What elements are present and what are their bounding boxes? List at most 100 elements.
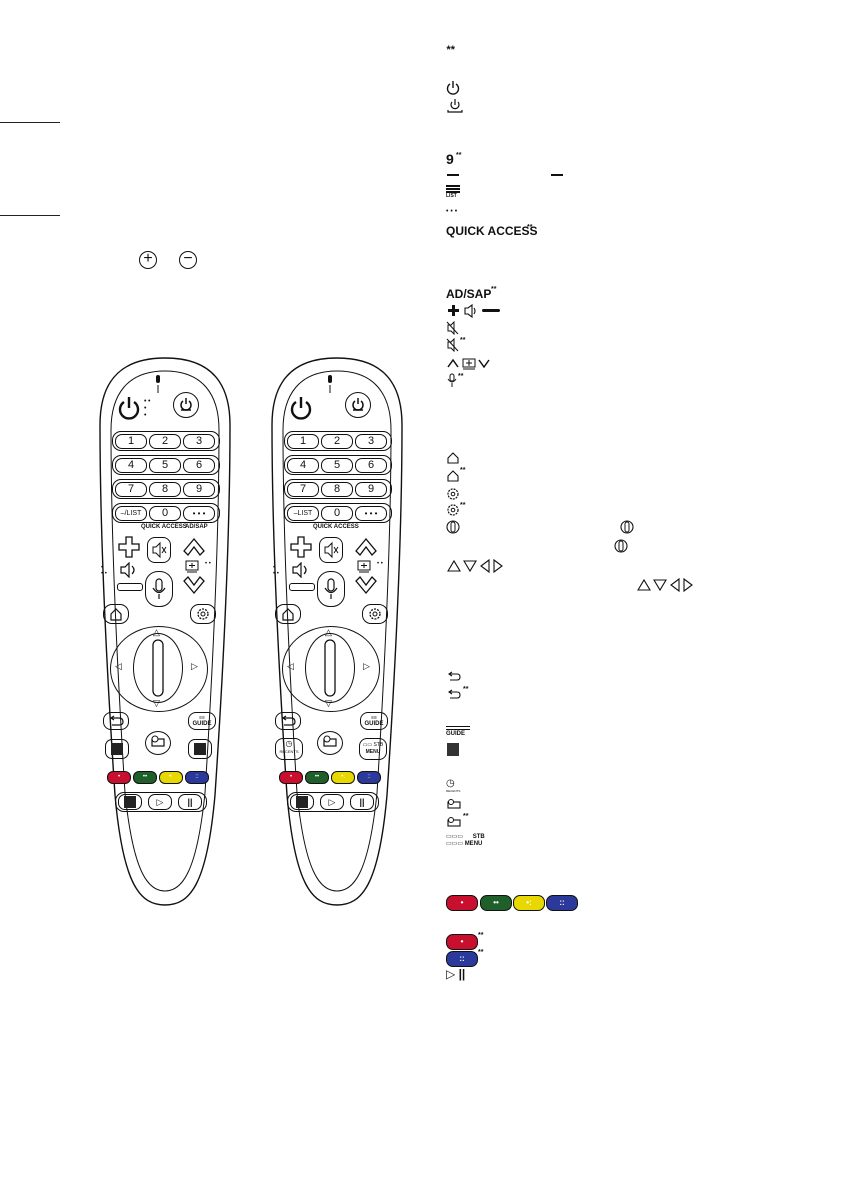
stop-button[interactable] [118,794,142,810]
home-button[interactable] [275,604,301,624]
stb-power-icon [447,99,463,113]
wheel-icon-inline [620,520,634,534]
yellow-button[interactable]: •: [159,771,183,784]
keypad-row-1 [284,431,392,451]
mic-icon [447,373,457,387]
back-button[interactable] [275,712,301,730]
key-7[interactable]: 7 [287,482,319,497]
keypad-row-2 [284,455,392,475]
stop-button-right[interactable] [188,739,212,759]
dash-icon-2 [551,174,563,176]
mute-icon-2 [446,338,459,352]
power-button[interactable] [117,395,141,421]
key-6[interactable]: 6 [183,458,215,473]
key-9[interactable]: 9 [183,482,215,497]
stb-power-button[interactable] [345,392,371,418]
input-button[interactable] [145,731,171,755]
play-button[interactable]: ▷ [148,794,172,810]
red-button[interactable]: • [279,771,303,784]
home-button[interactable] [103,604,129,624]
yellow-button[interactable]: •: [331,771,355,784]
channel-up-button[interactable] [182,535,206,557]
key-4[interactable]: 4 [287,458,319,473]
guide-button[interactable]: ≡≡ GUIDE [360,712,388,730]
mute-button[interactable] [147,537,171,563]
blue-button[interactable]: :: [185,771,209,784]
key-1[interactable]: 1 [287,434,319,449]
list-key[interactable]: –LIST [287,506,319,521]
volume-down-button[interactable] [117,583,143,591]
wheel-ok-button[interactable] [305,633,355,703]
key-5[interactable]: 5 [149,458,181,473]
green-button[interactable]: •• [133,771,157,784]
keypad-row-3 [112,479,220,499]
recents-button[interactable]: ◷ RECENTS [275,738,303,760]
keypad-row-2 [112,455,220,475]
settings-button[interactable] [190,604,216,624]
stop-button[interactable] [290,794,314,810]
mute-button[interactable] [319,537,343,563]
key-0[interactable]: 0 [321,506,353,521]
channel-icon [357,560,371,573]
yellow-key-icon: •: [513,895,545,911]
key-7[interactable]: 7 [115,482,147,497]
key-3[interactable]: 3 [355,434,387,449]
mic-indicator-icon [156,375,160,393]
more-actions-key[interactable]: • • • [183,506,215,521]
key-2[interactable]: 2 [321,434,353,449]
voice-button[interactable] [317,571,345,607]
key-4[interactable]: 4 [115,458,147,473]
blue-button[interactable]: :: [357,771,381,784]
volume-icon [292,562,307,578]
plus-circle-icon: + [139,250,157,269]
list-key[interactable]: –/LIST [115,506,147,521]
volume-up-button[interactable] [289,535,313,559]
channel-legend-icon [447,358,490,370]
stb-menu-button[interactable]: ▭▭ STB MENU [359,738,387,760]
guide-button[interactable]: ≡≡ GUIDE [188,712,216,730]
volume-down-button[interactable] [289,583,315,591]
key-3[interactable]: 3 [183,434,215,449]
key-9[interactable]: 9 [355,482,387,497]
settings-button[interactable] [362,604,388,624]
arrow-keys-icon [447,558,503,574]
input-button[interactable] [317,731,343,755]
left-arrow-icon: ◁ [115,661,122,671]
red-key-icon-2: • [446,934,478,950]
voice-button[interactable] [145,571,173,607]
channel-down-button[interactable] [354,575,378,597]
key-0[interactable]: 0 [149,506,181,521]
key-8[interactable]: 8 [149,482,181,497]
keypad-row-3 [284,479,392,499]
key-5[interactable]: 5 [321,458,353,473]
direction-pad[interactable] [282,626,380,712]
volume-up-button[interactable] [117,535,141,559]
direction-pad[interactable] [110,626,208,712]
pause-button[interactable]: || [178,794,202,810]
wheel-ok-button[interactable] [133,633,183,703]
green-key-icon: •• [480,895,512,911]
keypad-row-1 [112,431,220,451]
settings-icon-2 [447,504,459,516]
nine-key-icon: 9 [446,151,454,167]
more-actions-key[interactable]: • • • [355,506,387,521]
key-6[interactable]: 6 [355,458,387,473]
key-2[interactable]: 2 [149,434,181,449]
key-1[interactable]: 1 [115,434,147,449]
play-button[interactable]: ▷ [320,794,344,810]
channel-down-button[interactable] [182,575,206,597]
power-button[interactable] [289,395,313,421]
red-key-icon: • [446,895,478,911]
red-button[interactable]: • [107,771,131,784]
volume-legend-icon [448,303,500,319]
pause-button[interactable]: || [350,794,374,810]
back-button[interactable] [103,712,129,730]
green-button[interactable]: •• [305,771,329,784]
stb-power-button[interactable] [173,392,199,418]
back-icon-2 [448,689,461,699]
key-8[interactable]: 8 [321,482,353,497]
up-arrow-icon: △ [153,627,160,637]
stop-button-left[interactable] [105,739,129,759]
channel-up-button[interactable] [354,535,378,557]
settings-icon [447,488,459,500]
